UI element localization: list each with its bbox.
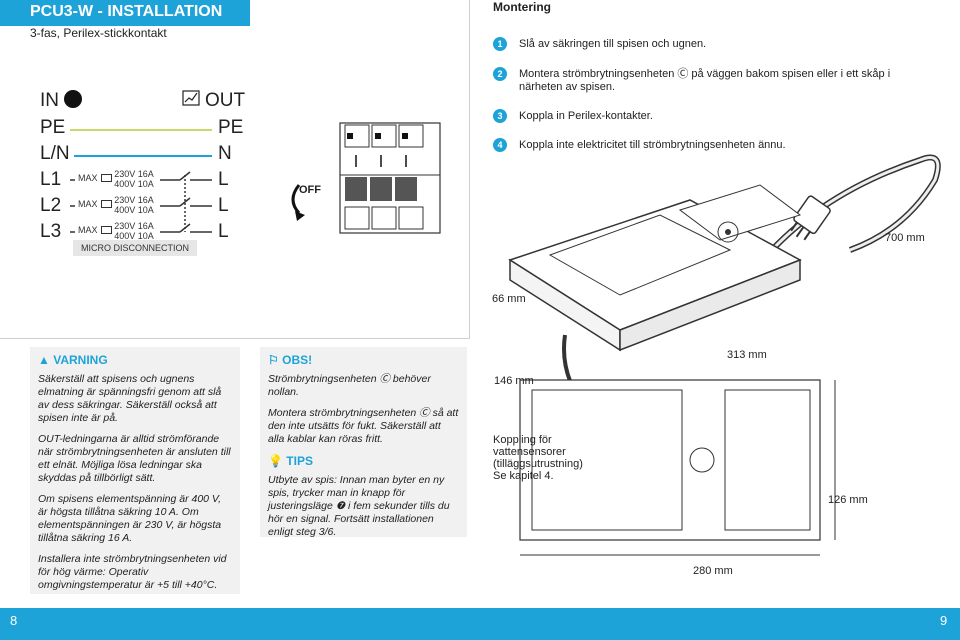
max-label-l2: MAX (78, 199, 98, 209)
obs-paragraph: Montera strömbrytningsenheten Ⓒ så att d… (268, 407, 459, 445)
step-number: 4 (493, 138, 507, 152)
n-wire (74, 155, 212, 157)
warning-paragraph: OUT-ledningarna är alltid strömförande n… (38, 433, 231, 484)
row-left-l3: L3 (40, 221, 62, 242)
step-text: Slå av säkringen till spisen och ugnen. (519, 38, 707, 50)
row-right-pe: PE (218, 117, 244, 138)
row-left-ln: L/N (40, 143, 70, 164)
fuse-icon (101, 200, 112, 208)
row-left-l1: L1 (40, 169, 62, 190)
warning-paragraph: Säkerställ att spisens och ugnens elmatn… (38, 373, 222, 424)
left-page-number: 8 (10, 613, 18, 628)
max-label-l1: MAX (78, 173, 98, 183)
dim-height: 66 mm (492, 293, 526, 305)
step-text: Koppla inte elektricitet till strömbrytn… (519, 139, 786, 151)
out-label: OUT (205, 90, 246, 111)
chart-icon (182, 90, 200, 106)
step-number: 3 (493, 109, 507, 123)
warning-icon: ▲ (38, 353, 50, 367)
water-sensor-note: Koppling för vattensensorer (tilläggsutr… (493, 434, 583, 482)
step-number: 2 (493, 67, 507, 81)
warning-heading: ▲ VARNING (38, 353, 108, 367)
dim-length: 313 mm (727, 349, 767, 361)
step-number: 1 (493, 37, 507, 51)
tips-heading: 💡 TIPS (268, 454, 313, 468)
off-label: OFF (299, 184, 321, 196)
dim-bottom-length: 280 mm (693, 565, 733, 577)
row-right-l2: L (218, 195, 229, 216)
step-text: Koppla in Perilex-kontakter. (519, 110, 653, 122)
row-right-l1: L (218, 169, 229, 190)
obs-tips-box: ⚐ OBS! Strömbrytningsenheten Ⓒ behöver n… (260, 347, 467, 538)
row-right-n: N (218, 143, 232, 164)
dim-depth: 146 mm (494, 375, 534, 387)
flag-icon: ⚐ (268, 353, 279, 367)
dim-cable-length: 700 mm (885, 232, 925, 244)
dim-width: 126 mm (828, 494, 868, 506)
row-left-l2: L2 (40, 195, 62, 216)
fuse-icon (101, 226, 112, 234)
fuse-icon (101, 174, 112, 182)
montering-title: Montering (493, 0, 551, 14)
in-label: IN (40, 90, 59, 111)
pe-wire (70, 129, 212, 131)
right-page-number: 9 (940, 613, 948, 628)
warning-box: ▲ VARNING Säkerställ att spisens och ugn… (30, 347, 240, 594)
in-dot-icon (64, 90, 82, 108)
warning-paragraph: Om spisens elementspänning är 400 V, är … (38, 493, 222, 544)
page-title: PCU3-W - INSTALLATION (0, 0, 250, 26)
page-footer (0, 608, 960, 640)
micro-disconnection-label: MICRO DISCONNECTION (73, 240, 197, 256)
tip-icon: 💡 (268, 454, 283, 468)
max-label-l3: MAX (78, 225, 98, 235)
vertical-divider (469, 0, 470, 338)
row-left-pe: PE (40, 117, 66, 138)
row-right-l3: L (218, 221, 229, 242)
obs-paragraph: Strömbrytningsenheten Ⓒ behöver nollan. (268, 373, 431, 398)
switch-lines (70, 171, 212, 233)
horizontal-divider (0, 338, 470, 339)
warning-paragraph: Installera inte strömbrytningsenheten vi… (38, 553, 227, 591)
obs-heading: ⚐ OBS! (268, 353, 313, 367)
step-text: Montera strömbrytningsenheten Ⓒ på vägge… (519, 68, 891, 93)
page-subtitle: 3-fas, Perilex-stickkontakt (30, 26, 167, 40)
tips-paragraph: Utbyte av spis: Innan man byter en ny sp… (268, 474, 450, 538)
